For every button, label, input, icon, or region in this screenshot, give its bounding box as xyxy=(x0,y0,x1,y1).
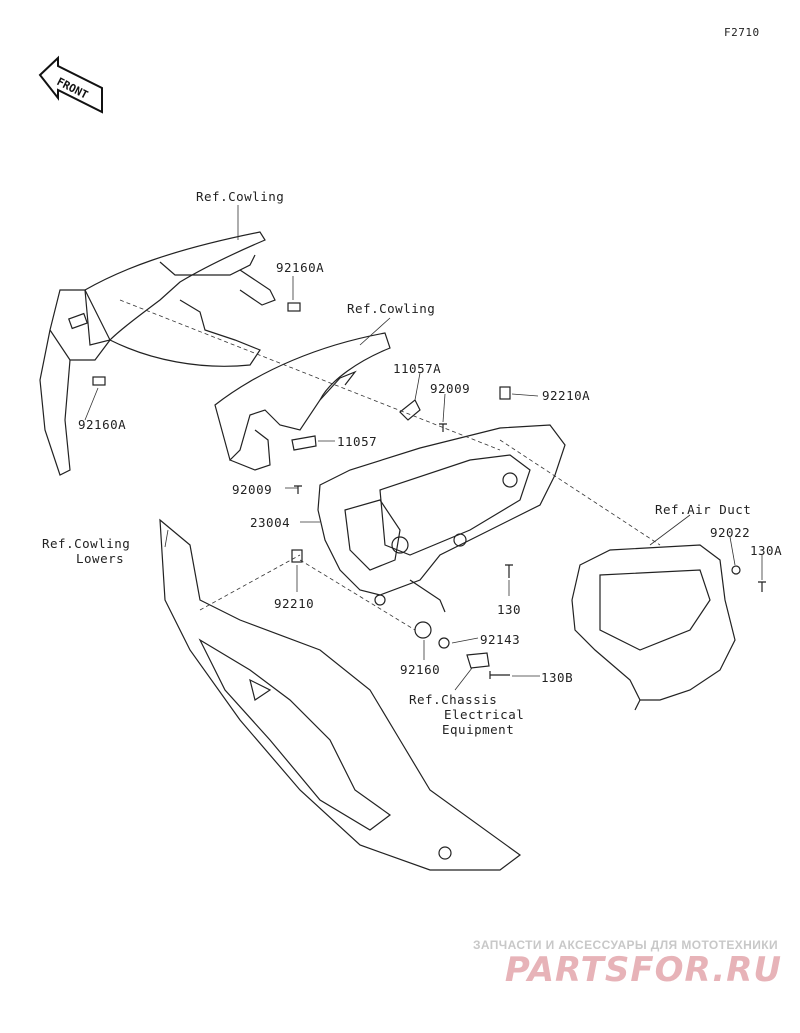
collar-92022-icon xyxy=(731,565,741,575)
washer-92143-icon xyxy=(438,637,450,649)
bracket-11057A-icon xyxy=(399,399,421,421)
part-11057-label: 11057 xyxy=(337,434,378,449)
bolt-130A-icon xyxy=(758,581,766,592)
clip-92160A-top-icon xyxy=(287,302,301,312)
screw-92009-top-icon xyxy=(439,423,447,432)
upper-inner-cowling xyxy=(39,231,276,476)
ref-chassis-label-3: Equipment xyxy=(442,722,515,737)
lower-cowling xyxy=(159,518,522,871)
part-92143-label: 92143 xyxy=(480,632,521,647)
clip-92160A-left-icon xyxy=(92,376,106,386)
grommet-92210A-icon xyxy=(499,386,511,400)
grommet-92210-icon xyxy=(291,549,303,563)
middle-cowling xyxy=(214,332,391,471)
ref-cowling-lowers-label-2: Lowers xyxy=(76,551,125,566)
ref-cowling-lowers-label-1: Ref.Cowling xyxy=(42,536,131,551)
ref-air-duct-label: Ref.Air Duct xyxy=(655,502,752,517)
watermark-logo: PARTSFOR.RU xyxy=(504,950,782,990)
ref-cowling-label-top: Ref.Cowling xyxy=(196,189,285,204)
part-23004-label: 23004 xyxy=(250,515,291,530)
headlight-assembly xyxy=(317,424,566,613)
part-92160A-top-label: 92160A xyxy=(276,260,325,275)
watermark-tagline: ЗАПЧАСТИ И АКСЕССУАРЫ ДЛЯ МОТОТЕХНИКИ xyxy=(472,938,778,952)
part-92009-left-label: 92009 xyxy=(232,482,273,497)
part-92022-label: 92022 xyxy=(710,525,751,540)
bolt-130-icon xyxy=(505,564,513,578)
part-130-label: 130 xyxy=(497,602,522,617)
part-130A-label: 130A xyxy=(750,543,783,558)
ref-chassis-label-1: Ref.Chassis xyxy=(409,692,498,707)
part-92009-top-label: 92009 xyxy=(430,381,471,396)
part-130B-label: 130B xyxy=(541,670,574,685)
ref-cowling-label-middle: Ref.Cowling xyxy=(347,301,436,316)
part-92210-label: 92210 xyxy=(274,596,315,611)
fastener-parts xyxy=(92,302,766,679)
part-92210A-label: 92210A xyxy=(542,388,591,403)
bracket-chassis-icon xyxy=(466,652,490,669)
leader-lines xyxy=(84,205,763,691)
screw-92009-left-icon xyxy=(294,485,302,494)
figure-code: F2710 xyxy=(724,26,760,39)
bracket-11057-icon xyxy=(291,435,317,451)
ref-chassis-label-2: Electrical xyxy=(444,707,525,722)
part-11057A-label: 11057A xyxy=(393,361,442,376)
air-duct xyxy=(571,544,736,711)
part-92160-label: 92160 xyxy=(400,662,441,677)
front-arrow-icon: FRONT xyxy=(38,55,103,114)
part-92160A-left-label: 92160A xyxy=(78,417,127,432)
bolt-130B-icon xyxy=(489,671,510,679)
grommet-92160-icon xyxy=(414,621,432,639)
